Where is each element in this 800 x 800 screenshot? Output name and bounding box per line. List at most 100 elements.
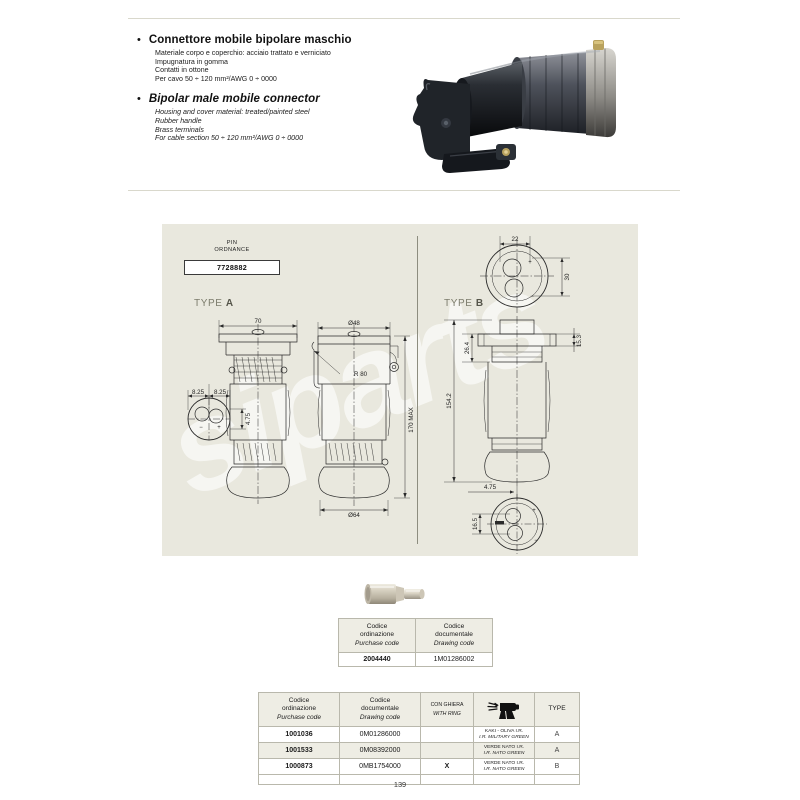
engineering-drawing: 8.25 8.25 4.75 70 Ø48 R 80 170 MAX Ø64 2… [187, 236, 583, 554]
cell-finish: VERDE NATO I.R. I.R. NATO GREEN [473, 742, 535, 760]
dim-radius: R 80 [354, 371, 368, 378]
panel-divider [417, 236, 418, 544]
type-b-face-view-top [480, 236, 570, 313]
english-spec-line: Rubber handle [155, 116, 202, 125]
table-header-row: Codice ordinazione Purchase code Codice … [338, 617, 493, 654]
header-line-en: Purchase code [355, 639, 399, 647]
type-b-letter: B [475, 298, 484, 309]
type-b-label: TYPE B [444, 298, 484, 309]
bullet-icon: • [137, 34, 141, 46]
page-number: 139 [393, 780, 407, 789]
cell-drawing-code: 0MB1754000 [339, 758, 421, 776]
header-line: documentale [435, 631, 473, 639]
header-line-en: Drawing code [359, 713, 401, 721]
header-line: TYPE [548, 705, 566, 713]
pin-ordnance-label-1: PIN [226, 240, 238, 246]
spray-gun-icon [476, 699, 532, 720]
type-b-prefix: TYPE [444, 298, 476, 309]
cell-with-ring [420, 726, 474, 744]
finish-it: VERDE NATO I.R. [483, 760, 525, 766]
dim-height-max: 170 MAX [408, 407, 415, 432]
english-heading-row: • Bipolar male mobile connector [137, 92, 387, 106]
header-line: Codice [369, 697, 391, 704]
cell-purchase-code: 1001036 [258, 726, 340, 744]
cell-drawing-code: 0M08392000 [339, 742, 421, 760]
english-spec-line: Brass terminals [155, 125, 204, 134]
italian-spec-list: Materiale corpo e coperchio: acciaio tra… [155, 49, 387, 83]
table-row[interactable]: 1000873 0MB1754000 X VERDE NATO I.R. I.R… [258, 758, 580, 776]
header-finish [473, 691, 535, 728]
polarity-minus: − [534, 538, 538, 544]
header-type: TYPE [534, 691, 580, 728]
finish-en: I.R. NATO GREEN [483, 750, 525, 756]
dim-flange: 15.3 [576, 334, 583, 347]
product-photo [400, 28, 625, 180]
italian-heading-row: • Connettore mobile bipolare maschio [137, 33, 387, 47]
cell-purchase-code: 2004440 [338, 652, 416, 668]
italian-spec-line: Per cavo 50 ÷ 120 mm²/AWG 0 ÷ 0000 [155, 74, 277, 83]
english-spec-line: Housing and cover material: treated/pain… [155, 108, 310, 117]
pin-ordnance-label-2: ORDNANCE [214, 247, 250, 253]
english-spec-line: For cable section 50 ÷ 120 mm²/AWG 0 ÷ 0… [155, 134, 304, 143]
header-line: Codice [366, 623, 388, 630]
cell-purchase-code: 1001533 [258, 742, 340, 760]
finish-en: I.R. MILITARY GREEN [479, 734, 529, 740]
dim-pin-spacing-right: 8.25 [214, 389, 227, 396]
header-line: ordinazione [359, 631, 395, 639]
english-spec-list: Housing and cover material: treated/pain… [155, 108, 387, 142]
polarity-plus: + [532, 508, 536, 514]
type-b-face-view-bottom [468, 486, 547, 554]
finish-en: I.R. NATO GREEN [483, 766, 525, 772]
pin-order-table: Codice ordinazione Purchase code Codice … [338, 617, 493, 668]
header-line-en: Drawing code [433, 639, 475, 647]
dim-collar: 26.4 [464, 341, 471, 354]
type-a-prefix: TYPE [194, 298, 226, 309]
cell-type: B [534, 758, 580, 776]
type-a-letter: A [225, 298, 234, 309]
cell-type: A [534, 726, 580, 744]
cell-finish: VERDE NATO I.R. I.R. NATO GREEN [473, 758, 535, 776]
pin-ordnance-code: 7728882 [184, 260, 280, 275]
type-a-side-view-2 [311, 322, 410, 516]
header-purchase-code: Codice ordinazione Purchase code [258, 691, 340, 728]
dim-height-face: 30 [564, 273, 571, 280]
polarity-minus: − [199, 425, 203, 431]
finish-it: KAKI - OLIVA I.R. [484, 728, 524, 734]
dim-length-b: 154.2 [446, 393, 453, 409]
section-rule [128, 190, 680, 191]
type-a-side-view-1 [218, 320, 298, 504]
cell-drawing-code: 0M01286000 [339, 726, 421, 744]
dim-pin-offset-a: 4.75 [245, 412, 252, 425]
dim-pin-spacing-left: 8.25 [192, 389, 205, 396]
cell-with-ring: X [420, 758, 474, 776]
header-line-en: Purchase code [277, 713, 321, 721]
header-line: CON GHIERA [430, 702, 464, 709]
type-a-label: TYPE A [194, 298, 234, 309]
table-row-empty [258, 774, 580, 786]
cell-type: A [534, 742, 580, 760]
polarity-plus: + [528, 260, 532, 266]
dim-diameter-base: Ø64 [348, 512, 360, 519]
table-row[interactable]: 1001036 0M01286000 KAKI - OLIVA I.R. I.R… [258, 726, 580, 744]
cell-purchase-code: 1000873 [258, 758, 340, 776]
italian-title: Connettore mobile bipolare maschio [148, 34, 352, 46]
cell-finish: KAKI - OLIVA I.R. I.R. MILITARY GREEN [473, 726, 535, 744]
english-title: Bipolar male mobile connector [148, 93, 320, 106]
header-rule [128, 18, 680, 19]
technical-drawing-panel: siparts PIN ORDNANCE 7728882 TYPE A TYPE… [162, 224, 638, 556]
header-drawing-code: Codice documentale Drawing code [415, 617, 493, 654]
header-line: documentale [361, 705, 399, 713]
italian-spec-line: Contatti in ottone [155, 66, 209, 75]
dim-width-contacts: 22 [512, 236, 519, 243]
table-row[interactable]: 2004440 1M01286002 [338, 652, 493, 668]
dim-diameter-flange: Ø48 [348, 320, 360, 327]
pin-ordnance-box: PIN ORDNANCE 7728882 [184, 240, 280, 275]
table-row[interactable]: 1001533 0M08392000 VERDE NATO I.R. I.R. … [258, 742, 580, 760]
header-line: Codice [443, 623, 465, 630]
header-line: ordinazione [281, 705, 317, 713]
header-with-ring: CON GHIERA WITH RING [420, 691, 474, 728]
italian-spec-line: Materiale corpo e coperchio: acciaio tra… [155, 49, 331, 57]
header-purchase-code: Codice ordinazione Purchase code [338, 617, 416, 654]
type-a-face-view [187, 384, 246, 441]
